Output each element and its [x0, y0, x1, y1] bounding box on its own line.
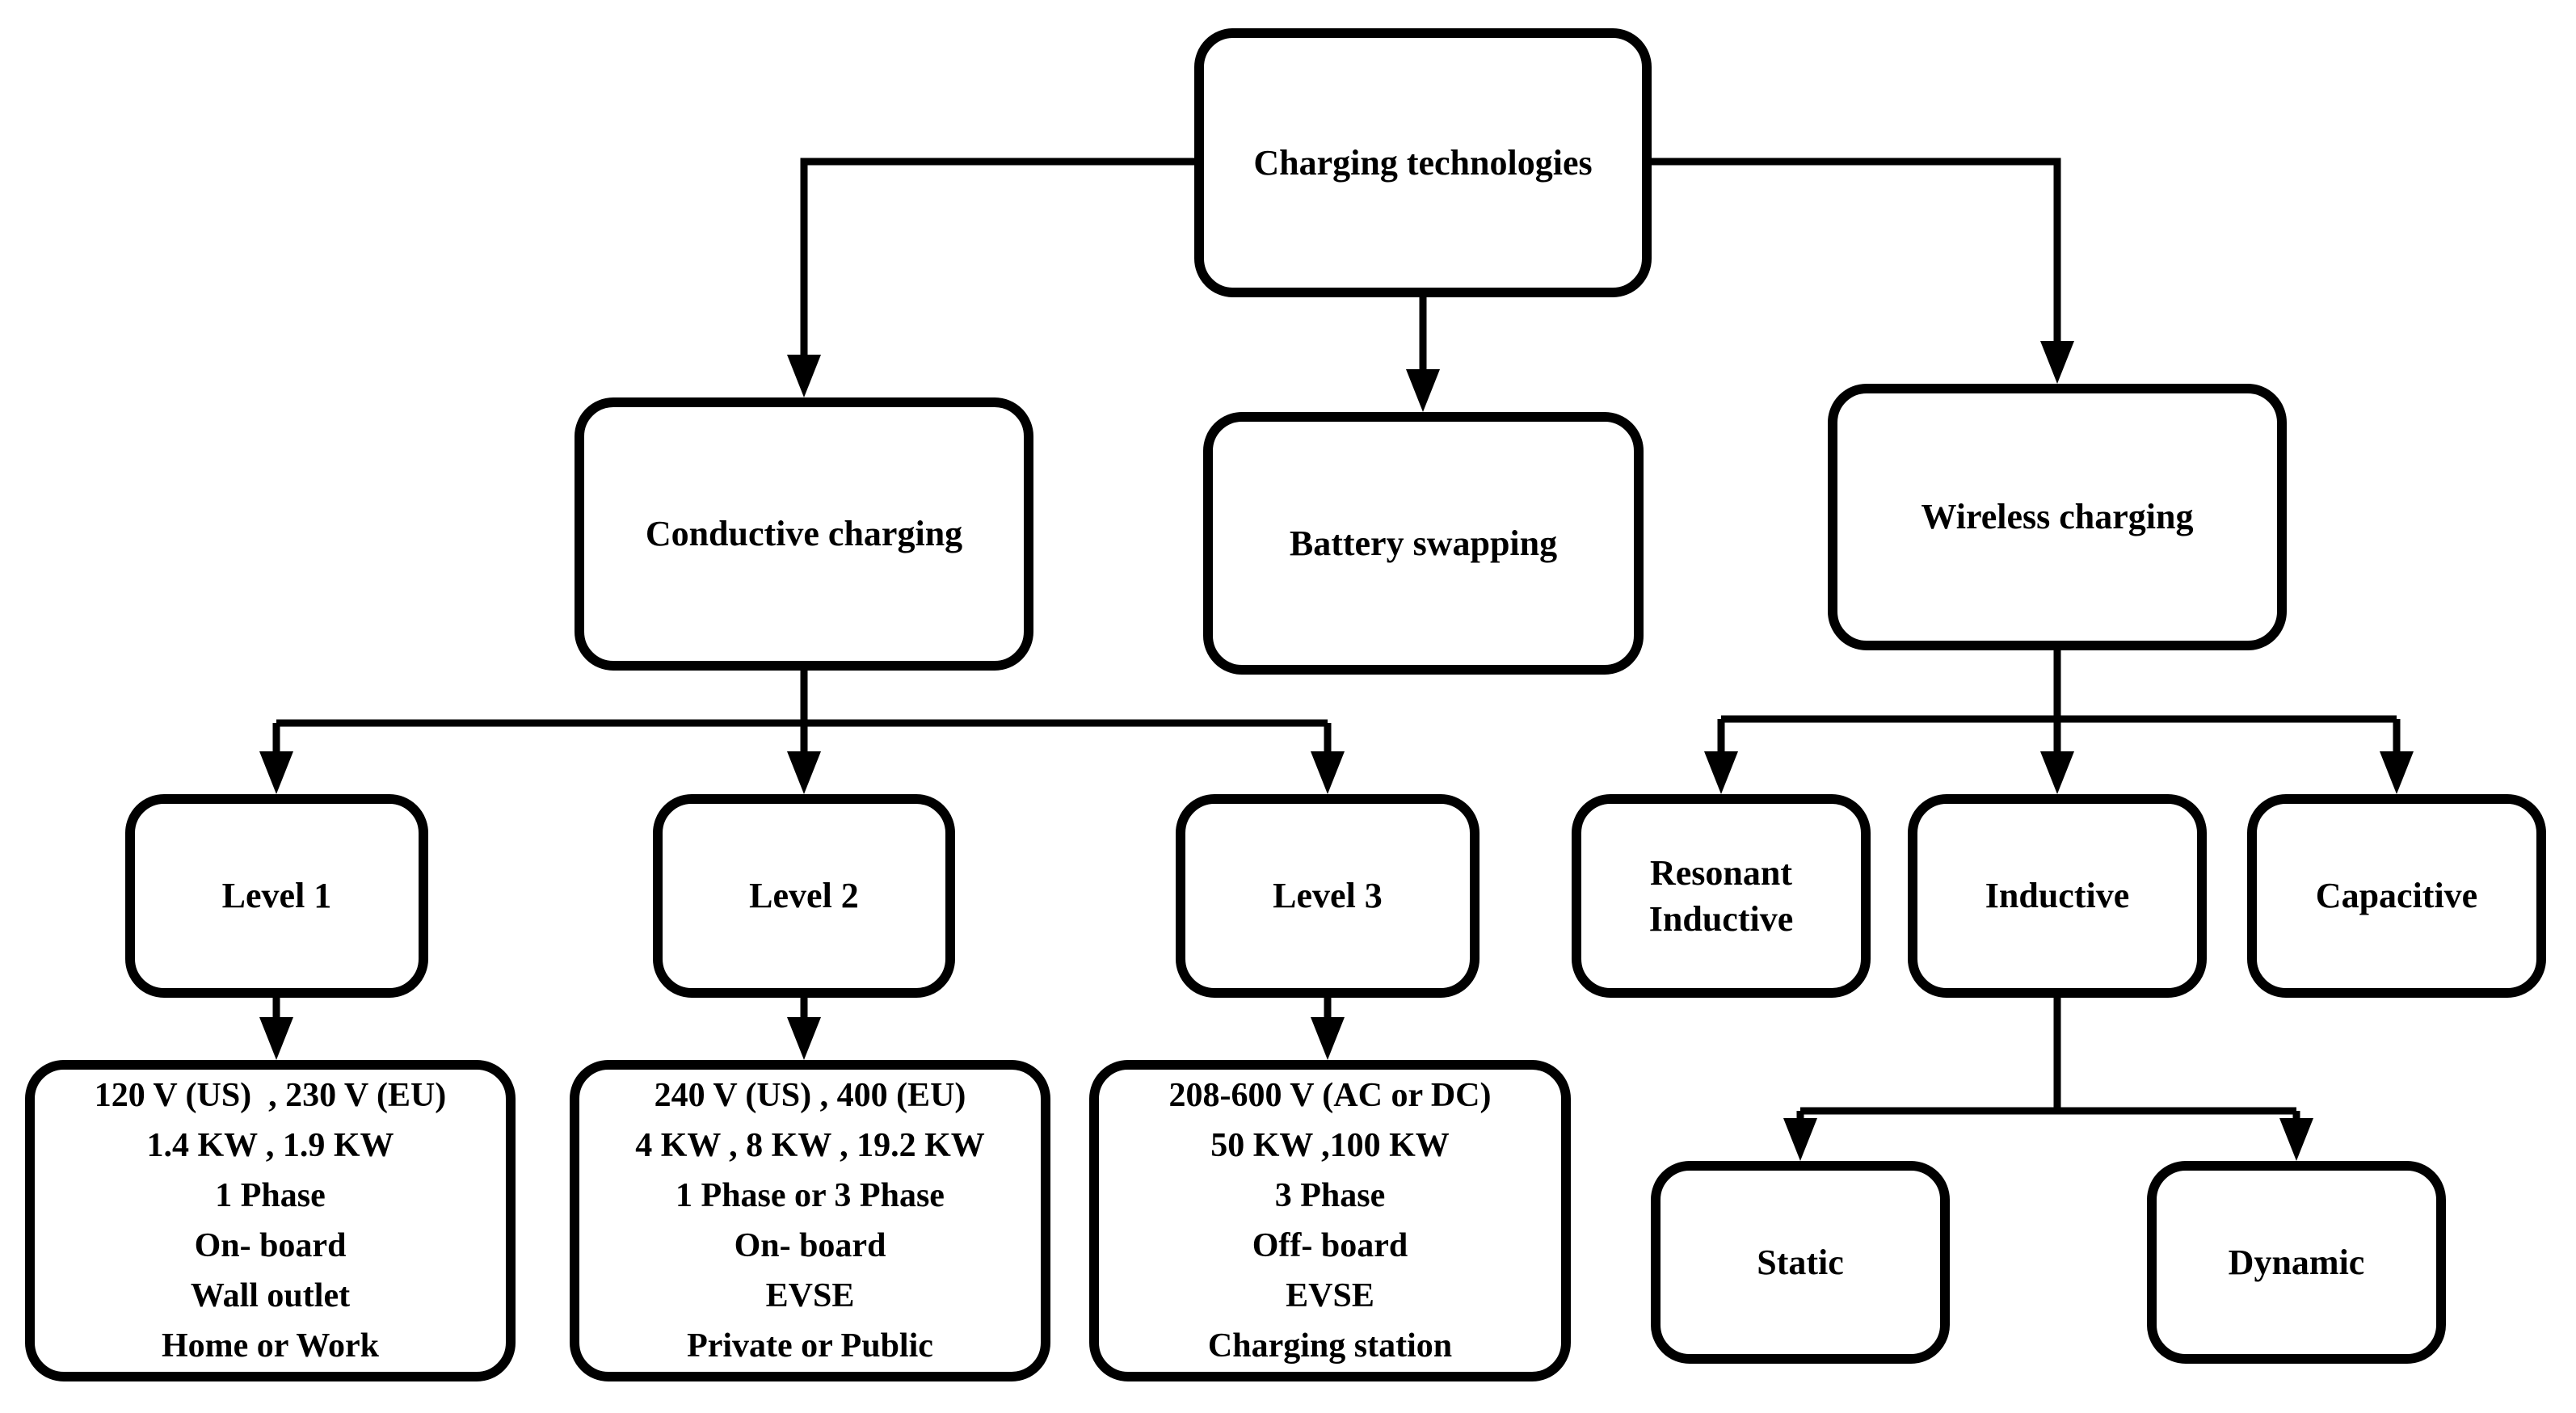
- edge-level1-details: [259, 998, 293, 1060]
- node-level-2-details: 240 V (US) , 400 (EU) 4 KW , 8 KW , 19.2…: [570, 1060, 1050, 1381]
- node-capacitive: Capacitive: [2247, 794, 2546, 998]
- arrowhead-icon: [2040, 751, 2074, 794]
- node-label: Inductive: [1985, 876, 2130, 916]
- arrowhead-icon: [2040, 341, 2074, 384]
- arrowhead-icon: [259, 751, 293, 794]
- edge-root-battery: [1406, 297, 1440, 412]
- detail-line: 1.4 KW , 1.9 KW: [146, 1127, 394, 1164]
- node-label: Capacitive: [2315, 876, 2478, 916]
- detail-line: 50 KW ,100 KW: [1210, 1127, 1450, 1164]
- node-level-3: Level 3: [1176, 794, 1480, 998]
- node-level-3-details: 208-600 V (AC or DC) 50 KW ,100 KW 3 Pha…: [1089, 1060, 1571, 1381]
- connector-line: [800, 158, 1194, 360]
- node-inductive: Inductive: [1908, 794, 2207, 998]
- detail-line: 120 V (US) , 230 V (EU): [94, 1077, 447, 1114]
- arrowhead-icon: [1704, 751, 1738, 794]
- detail-line: 240 V (US) , 400 (EU): [654, 1077, 966, 1114]
- node-static: Static: [1651, 1161, 1950, 1364]
- node-label: Level 3: [1273, 876, 1383, 916]
- connector-line: [1652, 158, 2061, 346]
- detail-line: On- board: [194, 1227, 347, 1264]
- node-level-1: Level 1: [125, 794, 428, 998]
- detail-line: On- board: [734, 1227, 886, 1264]
- edge-wireless-types: [1704, 650, 2414, 794]
- edge-level3-details: [1311, 998, 1345, 1060]
- node-level-2: Level 2: [653, 794, 955, 998]
- node-label: Dynamic: [2228, 1242, 2365, 1282]
- detail-line: 4 KW , 8 KW , 19.2 KW: [635, 1127, 985, 1164]
- detail-line: Charging station: [1207, 1327, 1453, 1365]
- edge-root-conductive: [787, 158, 1194, 397]
- arrowhead-icon: [1406, 369, 1440, 412]
- detail-line: EVSE: [765, 1277, 855, 1314]
- node-resonant-inductive: Resonant Inductive: [1572, 794, 1871, 998]
- node-charging-technologies: Charging technologies: [1194, 28, 1652, 297]
- arrowhead-icon: [787, 355, 821, 397]
- node-conductive-charging: Conductive charging: [575, 397, 1033, 671]
- node-wireless-charging: Wireless charging: [1828, 384, 2287, 650]
- arrowhead-icon: [1311, 1017, 1345, 1060]
- arrowhead-icon: [787, 751, 821, 794]
- node-label: Resonant Inductive: [1648, 852, 1794, 939]
- detail-line: EVSE: [1286, 1277, 1374, 1314]
- arrowhead-icon: [1783, 1118, 1817, 1161]
- node-label: Wireless charging: [1921, 497, 2194, 537]
- edge-level2-details: [787, 998, 821, 1060]
- node-label: Conductive charging: [645, 514, 963, 554]
- node-label: Charging technologies: [1253, 142, 1593, 183]
- arrowhead-icon: [1311, 751, 1345, 794]
- arrowhead-icon: [2279, 1118, 2313, 1161]
- detail-line: Home or Work: [161, 1327, 380, 1365]
- edge-root-wireless: [1652, 158, 2074, 384]
- edge-conductive-levels: [259, 671, 1345, 794]
- detail-line: Off- board: [1252, 1227, 1408, 1264]
- node-battery-swapping: Battery swapping: [1203, 412, 1644, 675]
- node-label: Battery swapping: [1289, 523, 1558, 563]
- node-label: Level 1: [221, 876, 332, 916]
- node-dynamic: Dynamic: [2147, 1161, 2446, 1364]
- node-label: Static: [1757, 1242, 1844, 1282]
- node-level-1-details: 120 V (US) , 230 V (EU) 1.4 KW , 1.9 KW …: [25, 1060, 516, 1381]
- detail-line: 1 Phase or 3 Phase: [676, 1177, 945, 1214]
- arrowhead-icon: [259, 1017, 293, 1060]
- arrowhead-icon: [2380, 751, 2414, 794]
- detail-line: Wall outlet: [190, 1277, 351, 1314]
- detail-line: Private or Public: [687, 1327, 933, 1365]
- node-label: Level 2: [749, 876, 859, 916]
- detail-line: 1 Phase: [215, 1177, 326, 1214]
- arrowhead-icon: [787, 1017, 821, 1060]
- detail-line: 3 Phase: [1274, 1177, 1386, 1214]
- detail-line: 208-600 V (AC or DC): [1168, 1077, 1492, 1114]
- edge-inductive-modes: [1783, 998, 2313, 1161]
